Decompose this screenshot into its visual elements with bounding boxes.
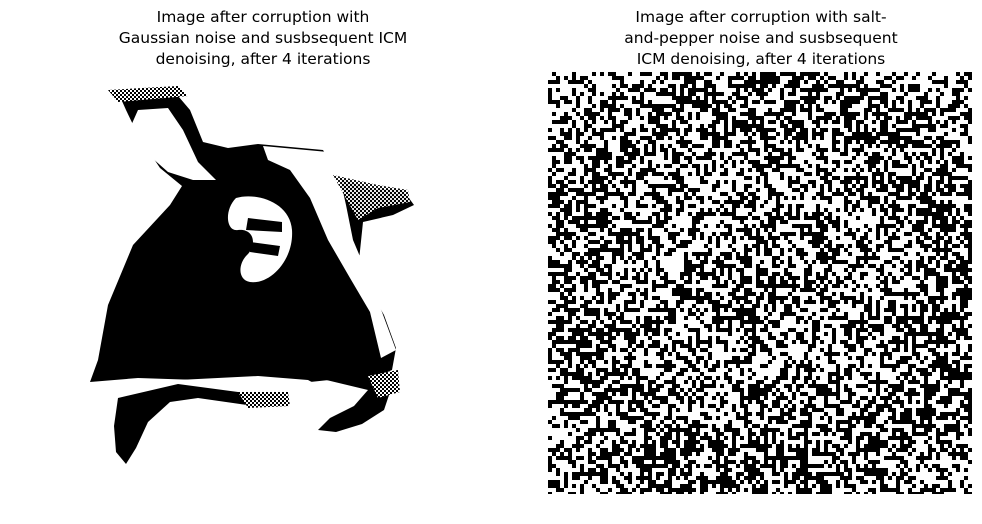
left-panel-title: Image after corruption with Gaussian noi… [118, 8, 408, 68]
right-panel-title: Image after corruption with salt- and-pe… [624, 8, 898, 68]
salt-and-pepper-noise-image [548, 72, 972, 494]
cow-head-denoised-image [78, 80, 448, 480]
right-figure-panel: Image after corruption with salt- and-pe… [540, 0, 982, 494]
left-figure-panel: Image after corruption with Gaussian noi… [70, 0, 456, 464]
